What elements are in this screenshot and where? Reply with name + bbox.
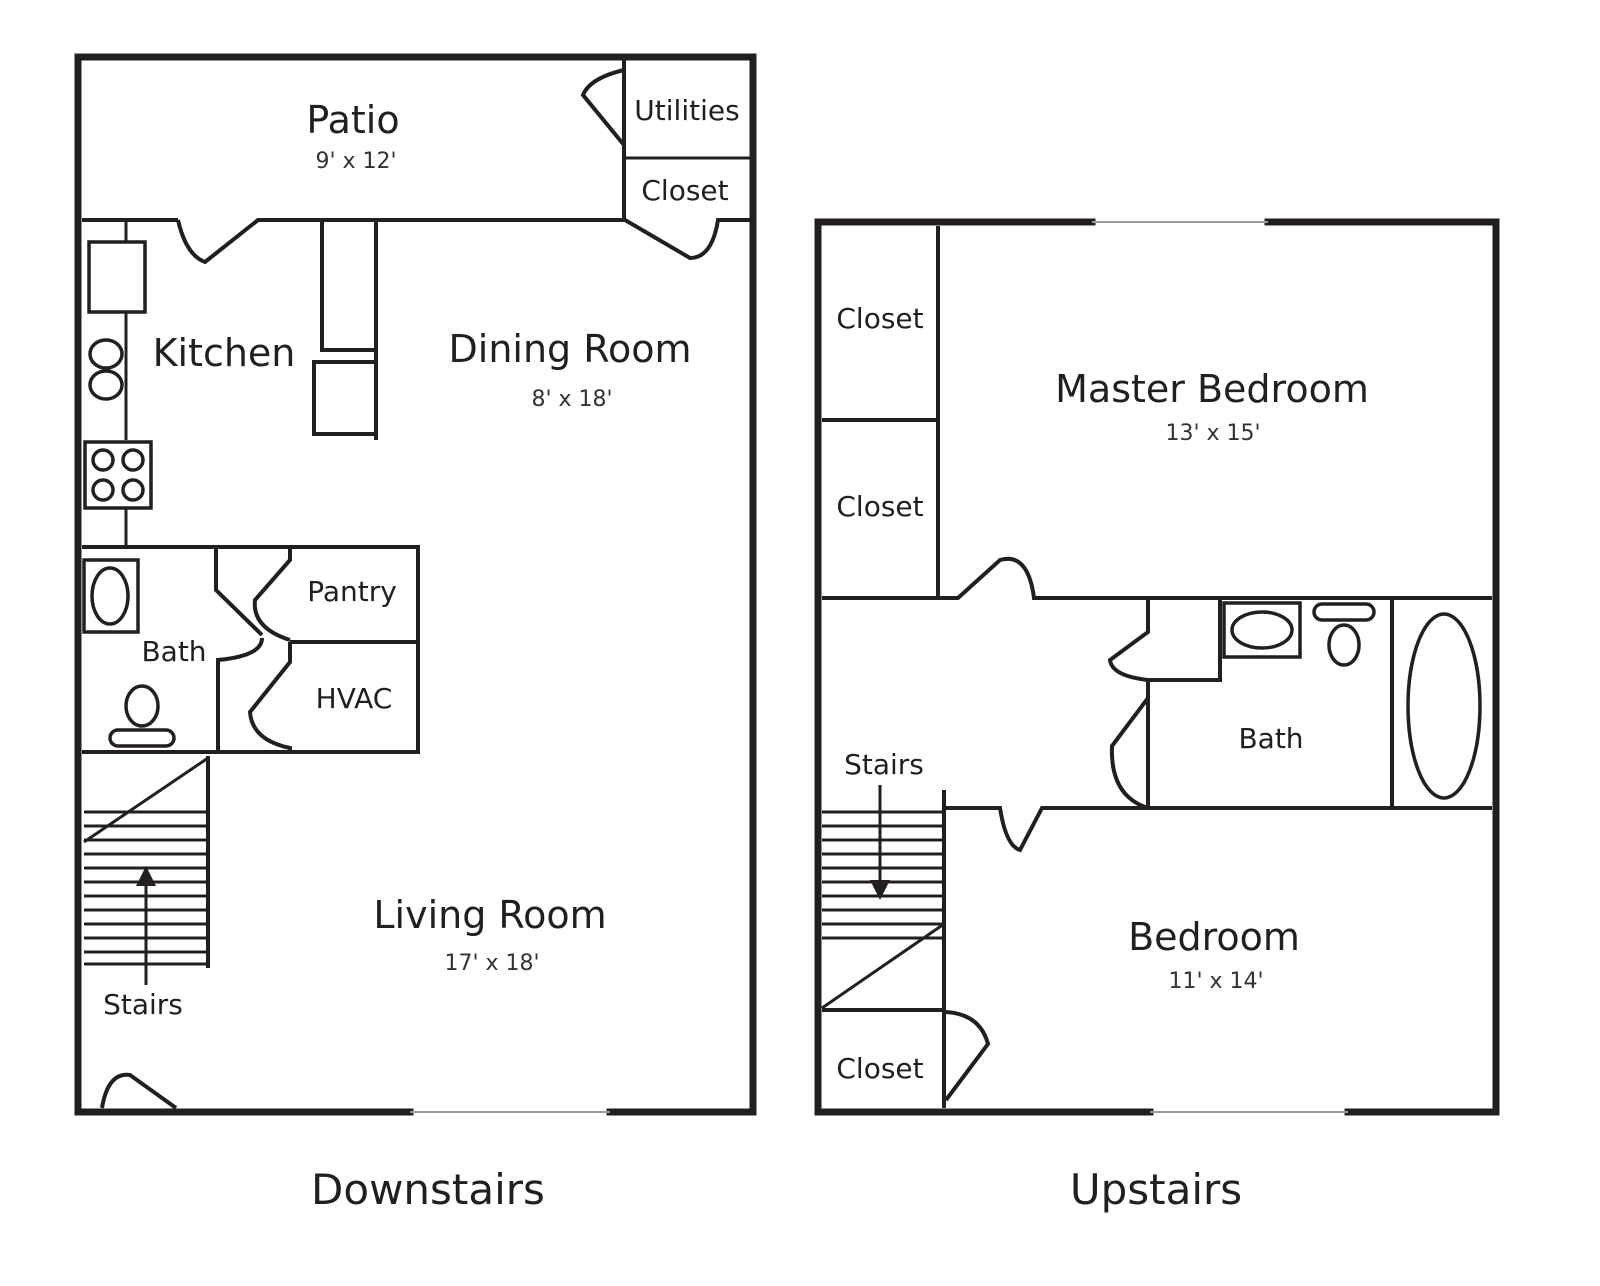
room-label-bedroom: Bedroom: [1128, 915, 1300, 959]
entry-door-swing: [100, 1072, 178, 1110]
room-label-bath: Bath: [1238, 722, 1303, 755]
bathtub-icon: [1406, 612, 1482, 800]
room-label-pantry: Pantry: [307, 575, 397, 608]
room-dims-living-room: 17' x 18': [444, 951, 539, 976]
toilet-icon: [1312, 602, 1376, 622]
door-swing: [946, 806, 1492, 853]
room-label-kitchen: Kitchen: [153, 331, 296, 375]
outer-wall: [74, 53, 414, 1116]
room-label-closet-3: Closet: [836, 1052, 923, 1085]
room-dims-bedroom: 11' x 14': [1168, 969, 1263, 994]
stairs-icon: [83, 756, 210, 985]
stairs-icon: [821, 785, 946, 1010]
room-label-bath: Bath: [141, 635, 206, 668]
room-label-closet-1: Closet: [836, 302, 923, 335]
room-label-stairs: Stairs: [103, 988, 183, 1021]
sink-icon: [88, 338, 124, 370]
room-label-closet: Closet: [641, 174, 728, 207]
door-swing: [176, 218, 625, 265]
upstairs-plan: Closet Closet Master Bedroom 13' x 15' S…: [814, 218, 1500, 1214]
room-label-stairs: Stairs: [844, 748, 924, 781]
door-swing: [623, 218, 750, 261]
room-label-dining-room: Dining Room: [449, 327, 692, 371]
door-swing: [252, 547, 292, 642]
room-dims-dining-room: 8' x 18': [531, 387, 612, 412]
door-swing: [1109, 696, 1150, 810]
caption-upstairs: Upstairs: [1070, 1165, 1242, 1214]
refrigerator-icon: [87, 240, 147, 314]
room-label-hvac: HVAC: [316, 682, 393, 715]
room-label-master-bedroom: Master Bedroom: [1055, 367, 1369, 411]
room-label-closet-2: Closet: [836, 490, 923, 523]
caption-downstairs: Downstairs: [311, 1165, 545, 1214]
door-swing: [247, 642, 292, 752]
room-dims-patio: 9' x 12': [315, 149, 396, 174]
room-label-living-room: Living Room: [373, 893, 606, 937]
door-swing: [580, 68, 626, 147]
room-label-utilities: Utilities: [634, 94, 739, 127]
door-swing: [216, 637, 264, 752]
door-swing: [944, 1010, 991, 1102]
door-swing: [822, 556, 1492, 600]
sink-icon: [88, 369, 124, 401]
room-dims-master-bedroom: 13' x 15': [1165, 421, 1260, 446]
room-label-patio: Patio: [306, 98, 399, 142]
downstairs-plan: Patio 9' x 12' Utilities Closet Kitchen …: [74, 53, 757, 1214]
outer-wall: [74, 53, 757, 1116]
toilet-icon: [124, 684, 160, 728]
